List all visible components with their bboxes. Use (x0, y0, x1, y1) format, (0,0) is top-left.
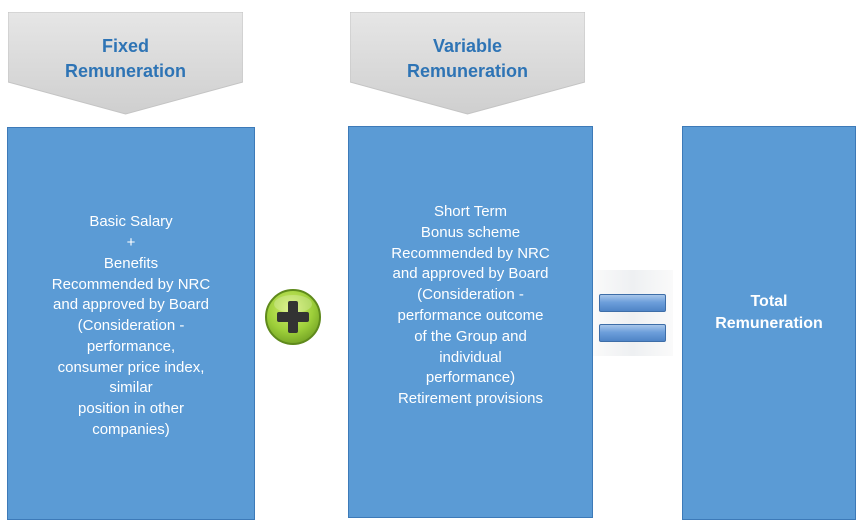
fixed-remuneration-details: Basic Salary + Benefits Recommended by N… (51, 213, 211, 439)
fixed-remuneration-header: Fixed Remuneration (8, 12, 243, 117)
chevron-shape (350, 12, 585, 115)
variable-remuneration-header: Variable Remuneration (350, 12, 585, 117)
chevron-shape (8, 12, 243, 115)
variable-remuneration-box: Short Term Bonus scheme Recommended by N… (348, 126, 593, 518)
equals-bar-bottom (599, 324, 666, 342)
total-remuneration-box: Total Remuneration (682, 126, 856, 520)
total-remuneration-label: Total Remuneration (715, 293, 823, 332)
equals-icon (593, 270, 673, 356)
fixed-remuneration-title: Fixed Remuneration (64, 36, 187, 81)
fixed-remuneration-box: Basic Salary + Benefits Recommended by N… (7, 127, 255, 520)
plus-circle-icon (265, 289, 321, 345)
equals-bar-top (599, 294, 666, 312)
variable-remuneration-title: Variable Remuneration (406, 36, 529, 81)
variable-remuneration-details: Short Term Bonus scheme Recommended by N… (391, 203, 550, 408)
